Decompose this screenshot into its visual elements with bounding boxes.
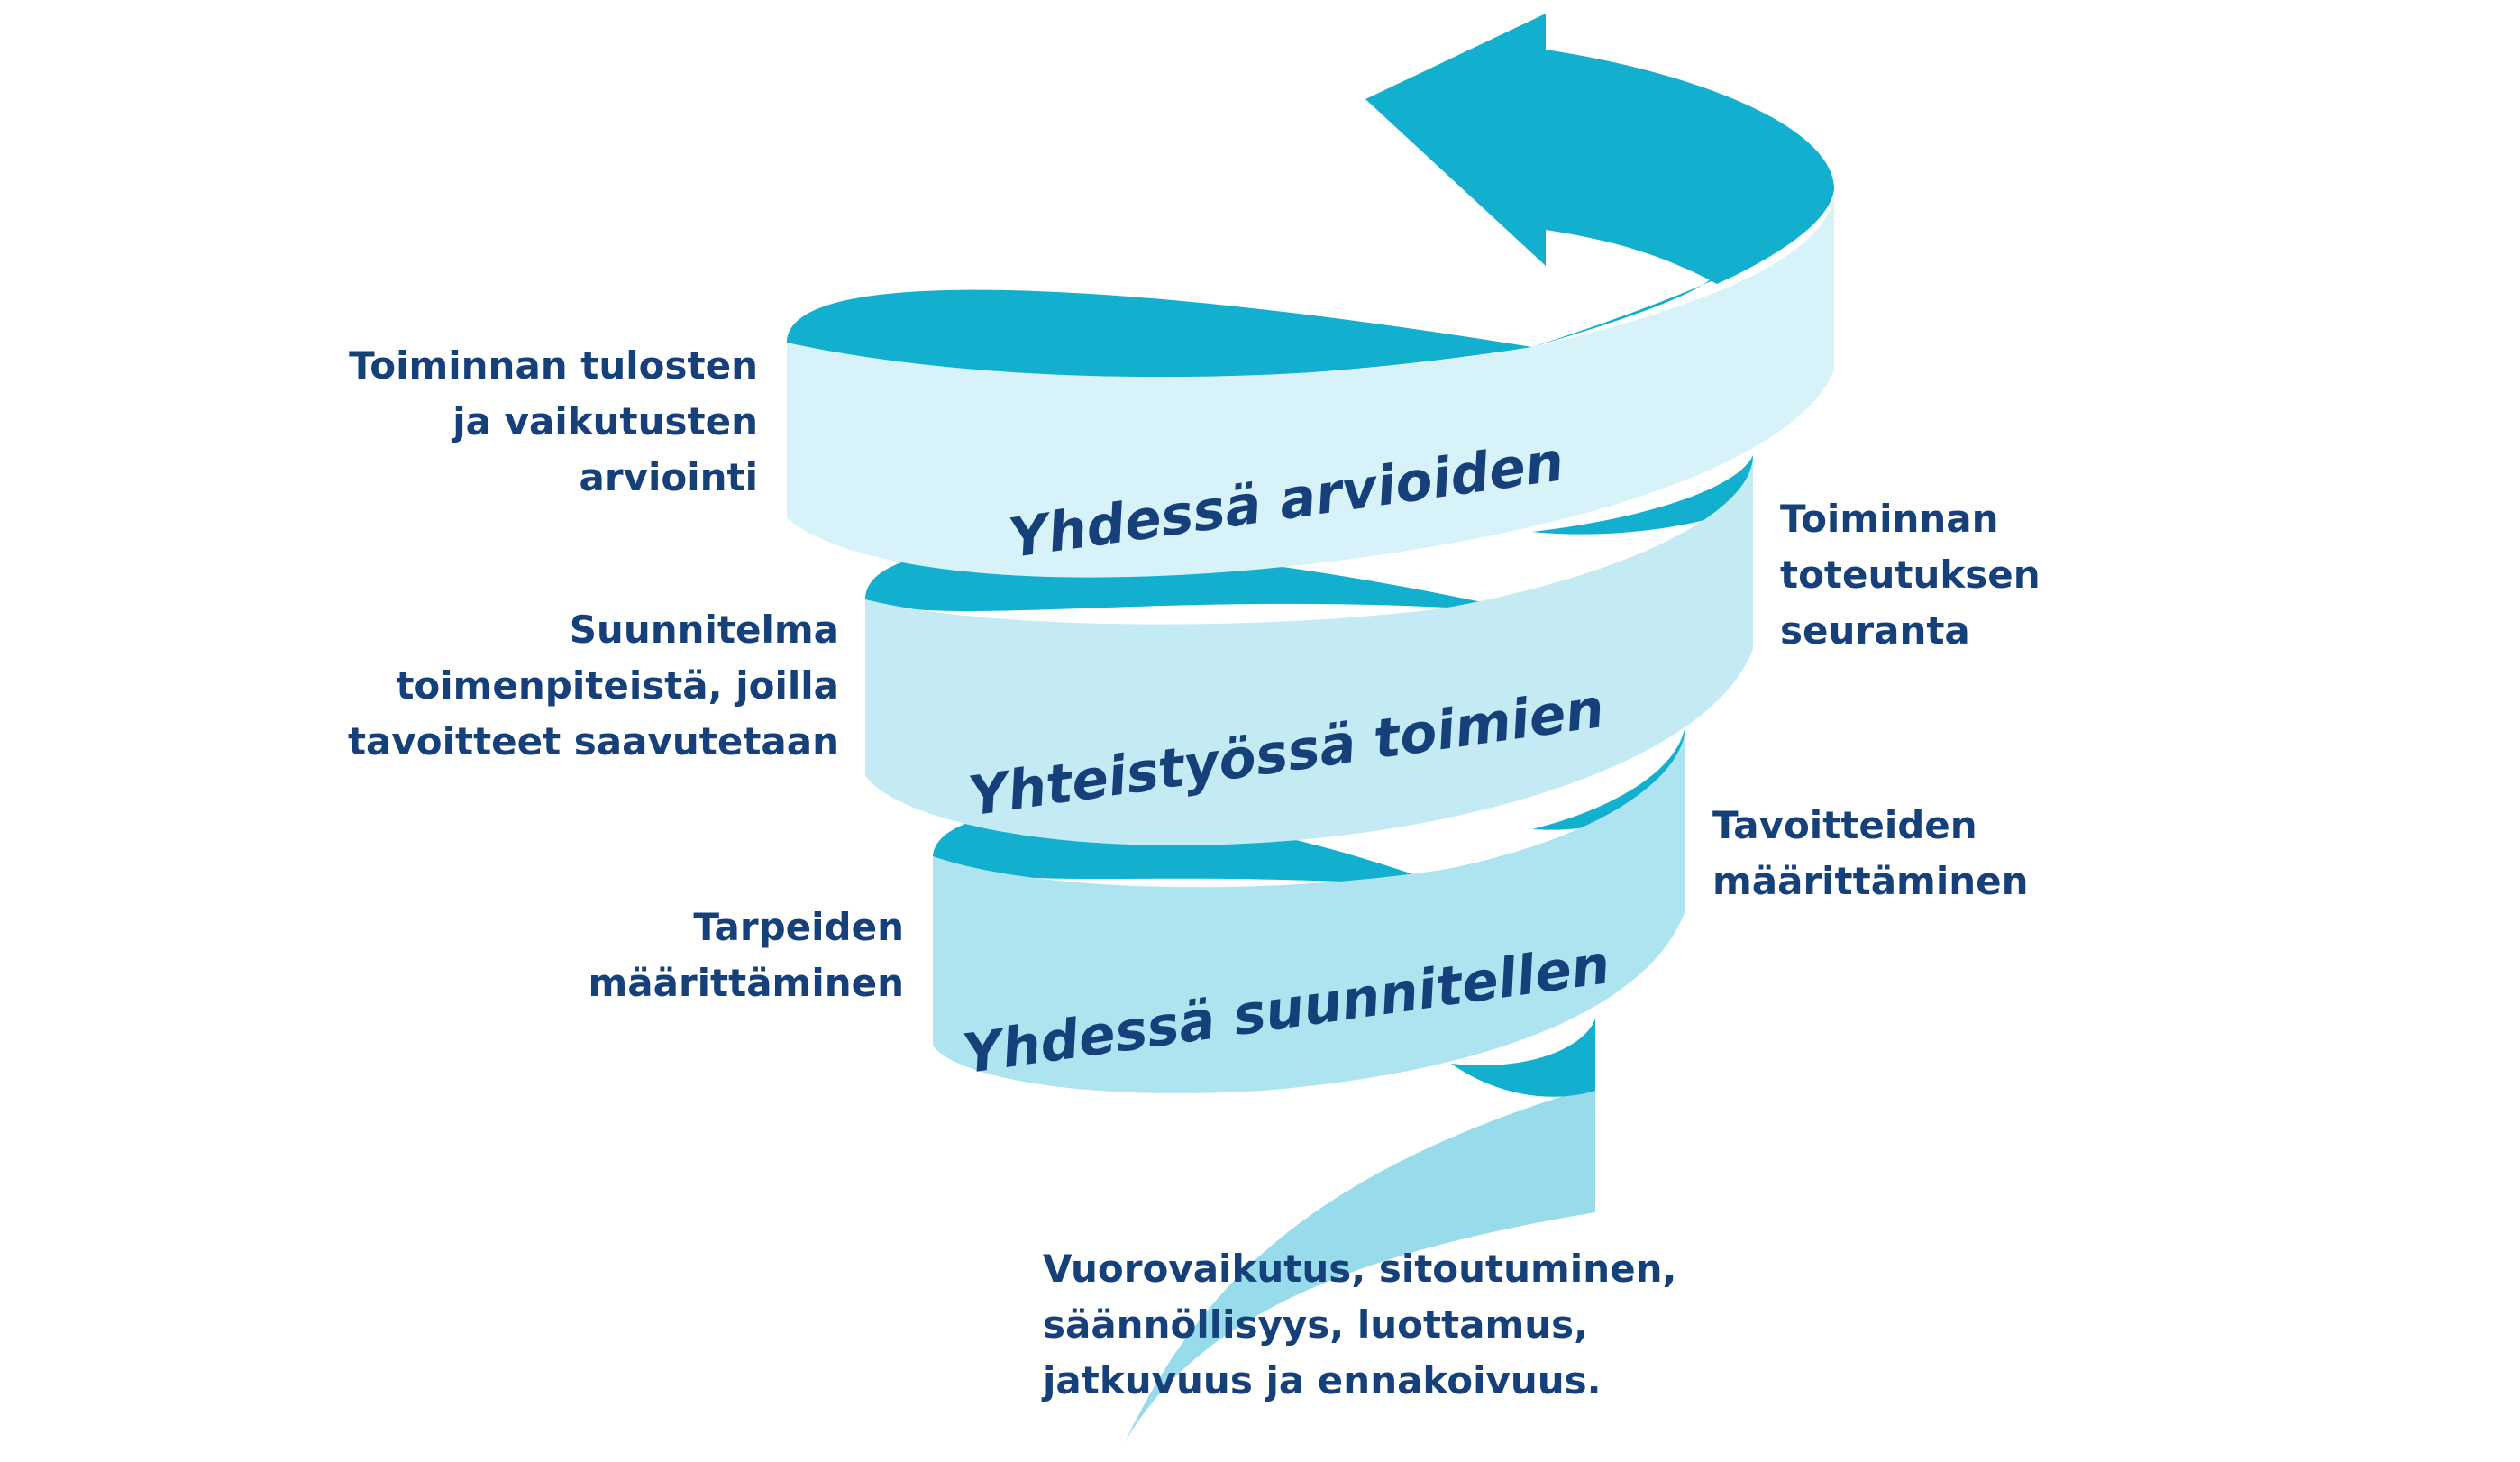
ribbon-band-bottom [933,726,1685,1093]
label-middle-left-line-2: toimenpiteistä, joilla [396,663,839,708]
label-middle-right: Tavoitteiden määrittäminen [1712,798,2029,909]
label-top-right: Toiminnan toteutuksen seuranta [1780,491,2041,659]
label-top-left-line-2: ja vaikutusten [452,399,758,443]
ribbon-back-middle-right [1532,455,1753,535]
label-bottom-left-line-1: Tarpeiden [693,905,904,949]
label-bottom-line-1: Vuorovaikutus, sitoutuminen, [1043,1247,1677,1291]
label-bottom-left: Tarpeiden määrittäminen [589,900,905,1011]
label-middle-left: Suunnitelma toimenpiteistä, joilla tavoi… [348,602,839,770]
label-middle-left-line-3: tavoitteet saavutetaan [347,719,839,763]
ribbon-back-bottom [1451,1019,1595,1097]
label-bottom-left-line-2: määrittäminen [588,961,905,1005]
label-top-left: Toiminnan tulosten ja vaikutusten arvioi… [349,338,758,506]
ribbon-band-middle [865,455,1753,845]
label-bottom-line-3: jatkuvuus ja ennakoivuus. [1043,1358,1602,1403]
label-top-left-line-1: Toiminnan tulosten [349,343,758,388]
label-bottom: Vuorovaikutus, sitoutuminen, säännöllisy… [1043,1241,1676,1409]
label-top-right-line-2: toteutuksen [1780,553,2041,597]
label-bottom-line-2: säännöllisyys, luottamus, [1043,1302,1589,1347]
ribbon-arrow [1365,14,1834,284]
label-middle-right-line-1: Tavoitteiden [1712,803,1977,847]
ribbon-back-top [787,185,1834,381]
label-middle-right-line-2: määrittäminen [1712,859,2029,903]
label-middle-left-line-1: Suunnitelma [569,608,839,652]
ribbon-tail [1125,1086,1595,1442]
label-top-right-line-3: seuranta [1780,608,1970,653]
ribbon-band-top [787,189,1834,578]
label-top-left-line-3: arviointi [579,455,758,499]
label-top-right-line-1: Toiminnan [1780,497,1999,541]
